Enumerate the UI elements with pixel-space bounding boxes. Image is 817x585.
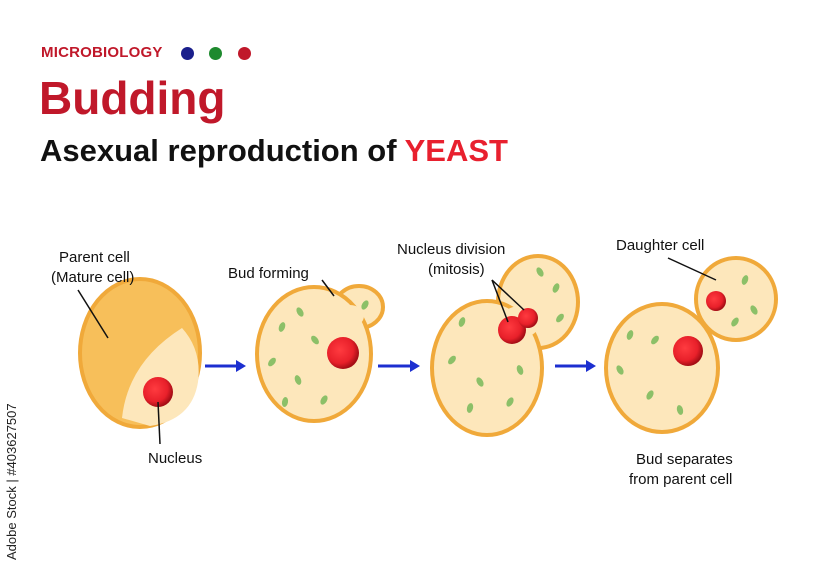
- bud-separates-label-2: from parent cell: [629, 471, 732, 488]
- daughter-cell-label: Daughter cell: [616, 237, 704, 254]
- daughter-nucleus: [706, 291, 726, 311]
- stage-parent-cell: Parent cell (Mature cell) Nucleus: [51, 249, 202, 467]
- nucleus-label: Nucleus: [148, 450, 202, 467]
- bud-separates-label-1: Bud separates: [636, 451, 733, 468]
- arrow-1-icon: [205, 360, 246, 372]
- nucleus-stage-2: [327, 337, 359, 369]
- stage-bud-separates: Daughter cell Bud separates from parent …: [606, 237, 776, 488]
- nucleus-division-label-1: Nucleus division: [397, 241, 505, 258]
- stage-nucleus-division: Nucleus division (mitosis): [397, 241, 578, 435]
- stage-bud-forming: Bud forming: [228, 265, 383, 421]
- nucleus-stage-4: [673, 336, 703, 366]
- nucleus-division-label-2: (mitosis): [428, 261, 485, 278]
- arrow-2-icon: [378, 360, 420, 372]
- stock-watermark: Adobe Stock | #403627507: [4, 403, 19, 560]
- parent-cell-stage-4: [606, 304, 718, 432]
- nucleus-stage-3-b: [518, 308, 538, 328]
- arrow-3-icon: [555, 360, 596, 372]
- bud-neck: [336, 305, 364, 327]
- parent-cell-label-2: (Mature cell): [51, 269, 134, 286]
- bud-forming-label: Bud forming: [228, 265, 309, 282]
- parent-cell-label-1: Parent cell: [59, 249, 130, 266]
